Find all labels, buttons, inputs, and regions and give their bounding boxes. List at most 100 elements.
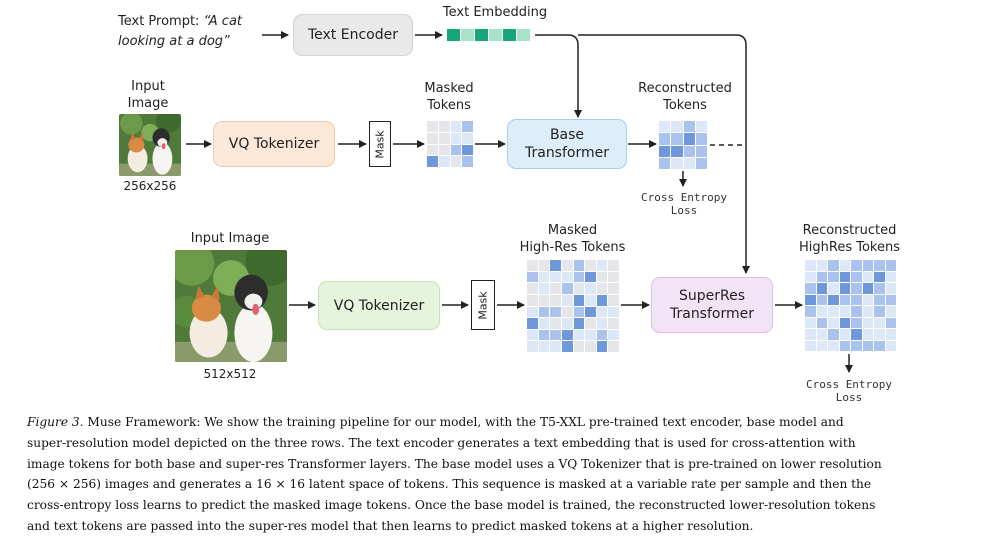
token-cell	[596, 329, 608, 341]
token-cell	[527, 329, 538, 341]
token-cell	[816, 283, 827, 294]
vq-tokenizer-box-row1: VQ Tokenizer	[213, 121, 335, 167]
text-embedding-label: Text Embedding	[442, 5, 548, 20]
token-cell	[608, 318, 619, 329]
cat-dog-photo-large	[175, 250, 287, 362]
token-cell	[573, 271, 585, 283]
arrow-embedding-to-superres	[578, 34, 750, 274]
token-cell	[874, 317, 885, 328]
token-cell	[885, 317, 896, 328]
token-cell	[828, 329, 839, 340]
masked-label-line2-row2: High-Res Tokens	[519, 240, 626, 255]
token-cell	[450, 132, 462, 144]
mask-label-row2: Mask	[476, 290, 490, 320]
token-cell	[874, 329, 885, 340]
token-cell	[561, 306, 573, 318]
token-cell	[885, 294, 896, 305]
token-cell	[828, 283, 839, 294]
token-cell	[874, 306, 885, 317]
token-cell	[851, 283, 862, 294]
token-cell	[538, 318, 550, 329]
input-image-label-row2: Input Image	[190, 231, 270, 246]
token-cell	[885, 329, 896, 340]
input-image-row2	[175, 250, 287, 362]
token-cell	[450, 144, 462, 156]
token-cell	[527, 294, 538, 306]
token-cell	[874, 271, 885, 282]
token-cell	[828, 317, 839, 328]
token-cell	[851, 260, 862, 271]
token-cell	[828, 260, 839, 271]
token-cell	[671, 145, 683, 157]
token-cell	[573, 283, 585, 294]
token-cell	[573, 306, 585, 318]
token-cell	[550, 283, 561, 294]
token-cell	[805, 271, 816, 282]
token-cell	[805, 340, 816, 351]
token-cell	[608, 341, 619, 352]
input-image-label-row1: Input Image	[108, 78, 188, 112]
token-cell	[573, 318, 585, 329]
token-cell	[805, 283, 816, 294]
token-cell	[805, 317, 816, 328]
token-cell	[659, 157, 671, 169]
token-cell	[816, 294, 827, 305]
token-cell	[683, 133, 695, 145]
token-cell	[608, 329, 619, 341]
token-cell	[438, 132, 450, 144]
token-cell	[816, 329, 827, 340]
caption-line2: super-resolution model depicted on the t…	[27, 435, 856, 450]
token-cell	[874, 294, 885, 305]
token-cell	[550, 329, 561, 341]
token-cell	[695, 157, 707, 169]
token-cell	[828, 271, 839, 282]
token-cell	[862, 283, 873, 294]
token-cell	[550, 318, 561, 329]
token-cell	[438, 144, 450, 156]
token-cell	[585, 341, 596, 352]
loss-label-row2: Cross Entropy Loss	[790, 378, 908, 404]
token-cell	[538, 329, 550, 341]
token-cell	[862, 306, 873, 317]
token-cell	[659, 121, 671, 133]
token-cell	[885, 260, 896, 271]
token-cell	[573, 260, 585, 271]
token-cell	[596, 271, 608, 283]
token-cell	[561, 341, 573, 352]
token-cell	[550, 260, 561, 271]
vq-tokenizer-label-row2: VQ Tokenizer	[333, 297, 425, 314]
masked-tokens-grid-row1	[427, 121, 473, 167]
token-cell	[828, 306, 839, 317]
token-cell	[450, 156, 462, 167]
token-cell	[805, 294, 816, 305]
token-cell	[885, 271, 896, 282]
token-cell	[596, 318, 608, 329]
token-cell	[839, 317, 850, 328]
masked-label-line1-row2: Masked	[547, 223, 598, 238]
token-cell	[862, 340, 873, 351]
token-cell	[816, 271, 827, 282]
token-cell	[839, 294, 850, 305]
token-cell	[816, 306, 827, 317]
token-cell	[862, 271, 873, 282]
text-prompt: Text Prompt: “A cat looking at a dog”	[118, 12, 268, 52]
token-cell	[585, 271, 596, 283]
token-cell	[585, 283, 596, 294]
token-cell	[839, 340, 850, 351]
token-cell	[550, 294, 561, 306]
token-cell	[538, 341, 550, 352]
recon-label-line1-row2: Reconstructed	[802, 223, 897, 238]
token-cell	[839, 271, 850, 282]
token-cell	[573, 294, 585, 306]
caption-figure-label: Figure 3.	[27, 415, 84, 429]
caption-line4: (256 × 256) images and generates a 16 × …	[27, 477, 872, 492]
masked-label-line2: Tokens	[427, 98, 471, 113]
embedding-cell	[517, 29, 530, 41]
token-cell	[427, 132, 438, 144]
token-cell	[874, 283, 885, 294]
embedding-cell	[461, 29, 474, 41]
token-cell	[695, 145, 707, 157]
